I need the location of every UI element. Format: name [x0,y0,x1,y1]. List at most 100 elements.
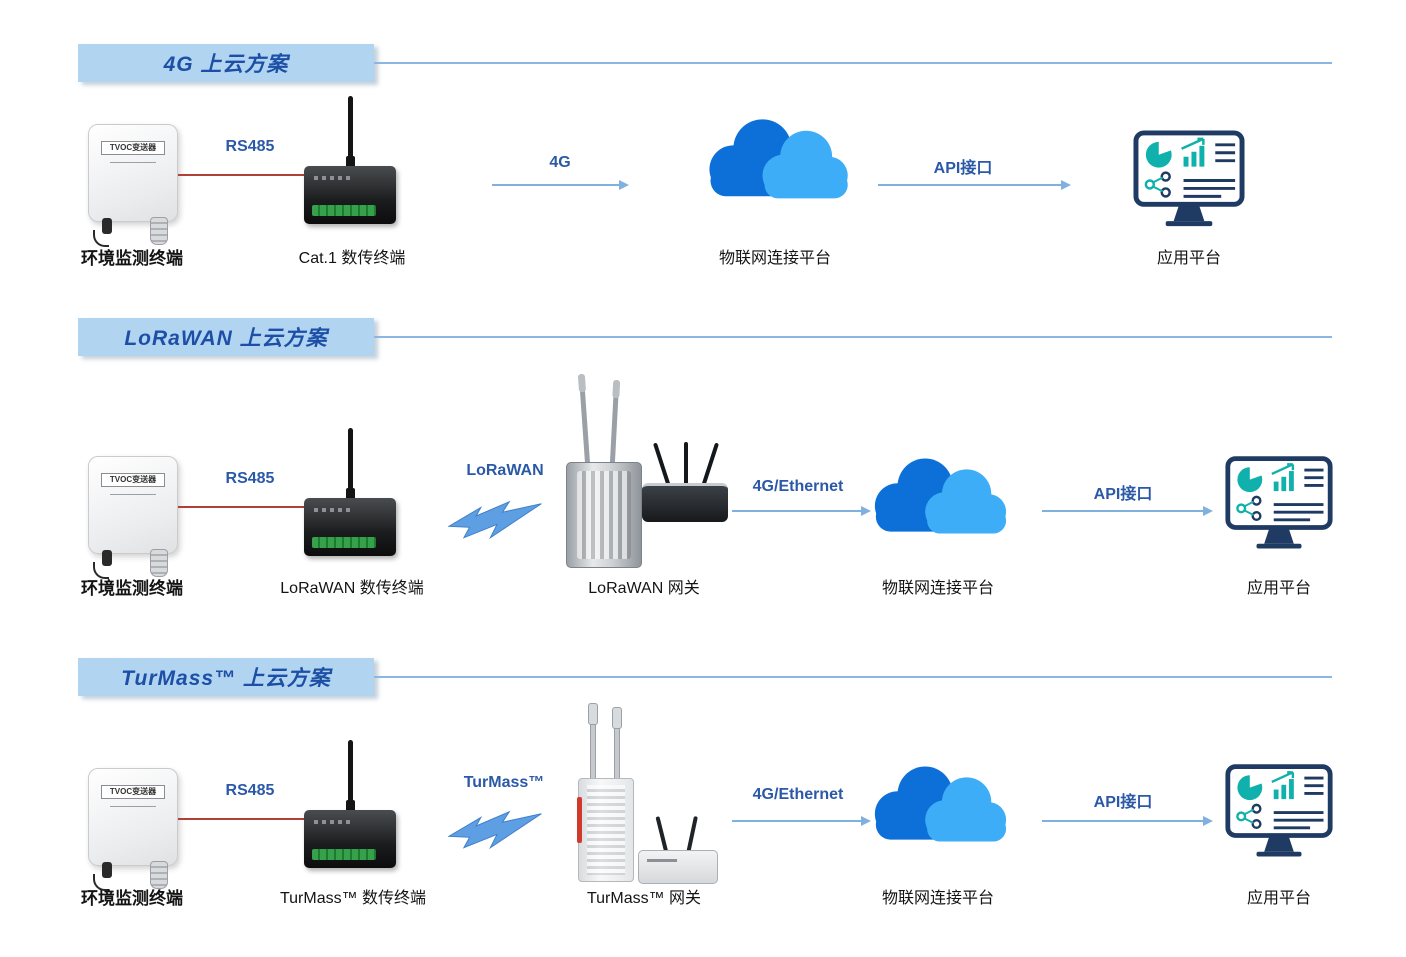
backhaul-arrow [732,506,871,516]
env-sensor-device: TVOC变送器 [88,768,180,891]
dtu-body [304,166,396,224]
api-link-label: API接口 [1093,486,1153,503]
cloud-platform-label: 物联网连接平台 [881,580,994,597]
dtu-antenna [346,96,355,172]
gateway-antenna [588,703,598,784]
sensor-label: 环境监测终端 [81,249,183,268]
turmass-gateway-device [560,703,730,919]
cloud-platform-icon [709,119,848,199]
sensor-brand-label: TVOC变送器 [101,473,165,487]
solution-row-4g: 4G 上云方案 TVOC变送器 环境监测终端 RS485 Cat.1 数传终端 … [0,40,1406,306]
gateway-antenna [612,707,622,784]
gateway-red-stripe [577,797,582,843]
sensor-cable [93,218,112,247]
wireless-link-label: TurMass™ [463,774,545,791]
router-antenna [700,442,720,488]
app-platform-icon [1225,456,1333,549]
section-title: 4G 上云方案 [163,53,289,76]
backhaul-link-label: 4G/Ethernet [752,478,844,495]
section-banner-lorawan: LoRaWAN 上云方案 [78,318,374,356]
router-body [638,850,718,884]
sensor-probe [150,217,168,245]
sensor-brand-label: TVOC变送器 [101,141,165,155]
sensor-brand-label: TVOC变送器 [101,785,165,799]
sensor-probe [150,549,168,577]
lorawan-gateway-device [552,373,730,574]
sensor-body: TVOC变送器 [88,124,178,222]
api-arrow [1042,506,1213,516]
sensor-tag-underline [110,494,156,495]
rs485-label: RS485 [225,782,275,799]
gateway-label: TurMass™ 网关 [586,890,702,907]
section-banner-4g: 4G 上云方案 [78,44,374,82]
gateway-label: LoRaWAN 网关 [588,580,700,597]
terminal-label: LoRaWAN 数传终端 [280,580,424,597]
dtu-terminal-block [312,537,376,548]
sensor-tag-underline [110,806,156,807]
app-platform-label: 应用平台 [1246,890,1311,907]
wireless-bolt-icon [448,810,542,850]
gateway-router [642,412,730,530]
rs485-label: RS485 [225,138,275,155]
gateway-body [577,778,634,882]
wireless-arrow [492,180,629,190]
rs485-line [178,174,308,176]
solution-row-turmass: TurMass™ 上云方案 TVOC变送器 环境监测终端 RS485 TurMa… [0,656,1406,956]
section-banner-turmass: TurMass™ 上云方案 [78,658,374,696]
cloud-platform-icon [874,766,1007,842]
solution-row-lorawan: LoRaWAN 上云方案 TVOC变送器 环境监测终端 RS485 LoRaWA… [0,316,1406,646]
dtu-device [302,96,398,226]
sensor-label: 环境监测终端 [81,889,183,908]
gateway-antenna [609,379,620,467]
dtu-terminal-block [312,849,376,860]
wireless-link-label: LoRaWAN [466,462,544,479]
api-arrow [1042,816,1213,826]
gateway-antenna [578,373,591,467]
rs485-label: RS485 [225,470,275,487]
app-platform-icon [1133,130,1245,227]
router-antenna [684,442,688,488]
app-platform-label: 应用平台 [1246,580,1311,597]
backhaul-arrow [732,816,871,826]
sensor-body: TVOC变送器 [88,768,178,866]
terminal-label: Cat.1 数传终端 [298,250,406,267]
sensor-label: 环境监测终端 [81,579,183,598]
sensor-cable [93,550,112,579]
gateway-router [638,804,720,884]
wireless-bolt-icon [448,500,542,540]
sensor-probe [150,861,168,889]
gateway-body [566,462,642,568]
sensor-tag-underline [110,162,156,163]
router-antenna [655,816,669,854]
api-link-label: API接口 [933,160,993,177]
backhaul-link-label: 4G/Ethernet [752,786,844,803]
cloud-platform-icon [874,458,1007,534]
rs485-line [178,506,308,508]
dtu-body [304,810,396,868]
dtu-device [302,428,398,558]
env-sensor-device: TVOC变送器 [88,456,180,579]
dtu-terminal-block [312,205,376,216]
section-divider-line [374,676,1332,678]
router-antenna [686,815,698,855]
dtu-antenna [346,428,355,504]
dtu-device [302,740,398,870]
wireless-link-label: 4G [549,154,571,171]
section-divider-line [374,62,1332,64]
router-antenna [652,442,672,488]
sensor-cable [93,862,112,891]
dtu-antenna [346,740,355,816]
terminal-label: TurMass™ 数传终端 [279,890,427,907]
dtu-body [304,498,396,556]
section-title: LoRaWAN 上云方案 [124,327,328,350]
api-link-label: API接口 [1093,794,1153,811]
sensor-body: TVOC变送器 [88,456,178,554]
section-divider-line [374,336,1332,338]
cloud-platform-label: 物联网连接平台 [881,890,994,907]
cloud-platform-label: 物联网连接平台 [718,250,831,267]
rs485-line [178,818,308,820]
section-title: TurMass™ 上云方案 [121,667,331,690]
api-arrow [878,180,1071,190]
app-platform-label: 应用平台 [1156,250,1221,267]
